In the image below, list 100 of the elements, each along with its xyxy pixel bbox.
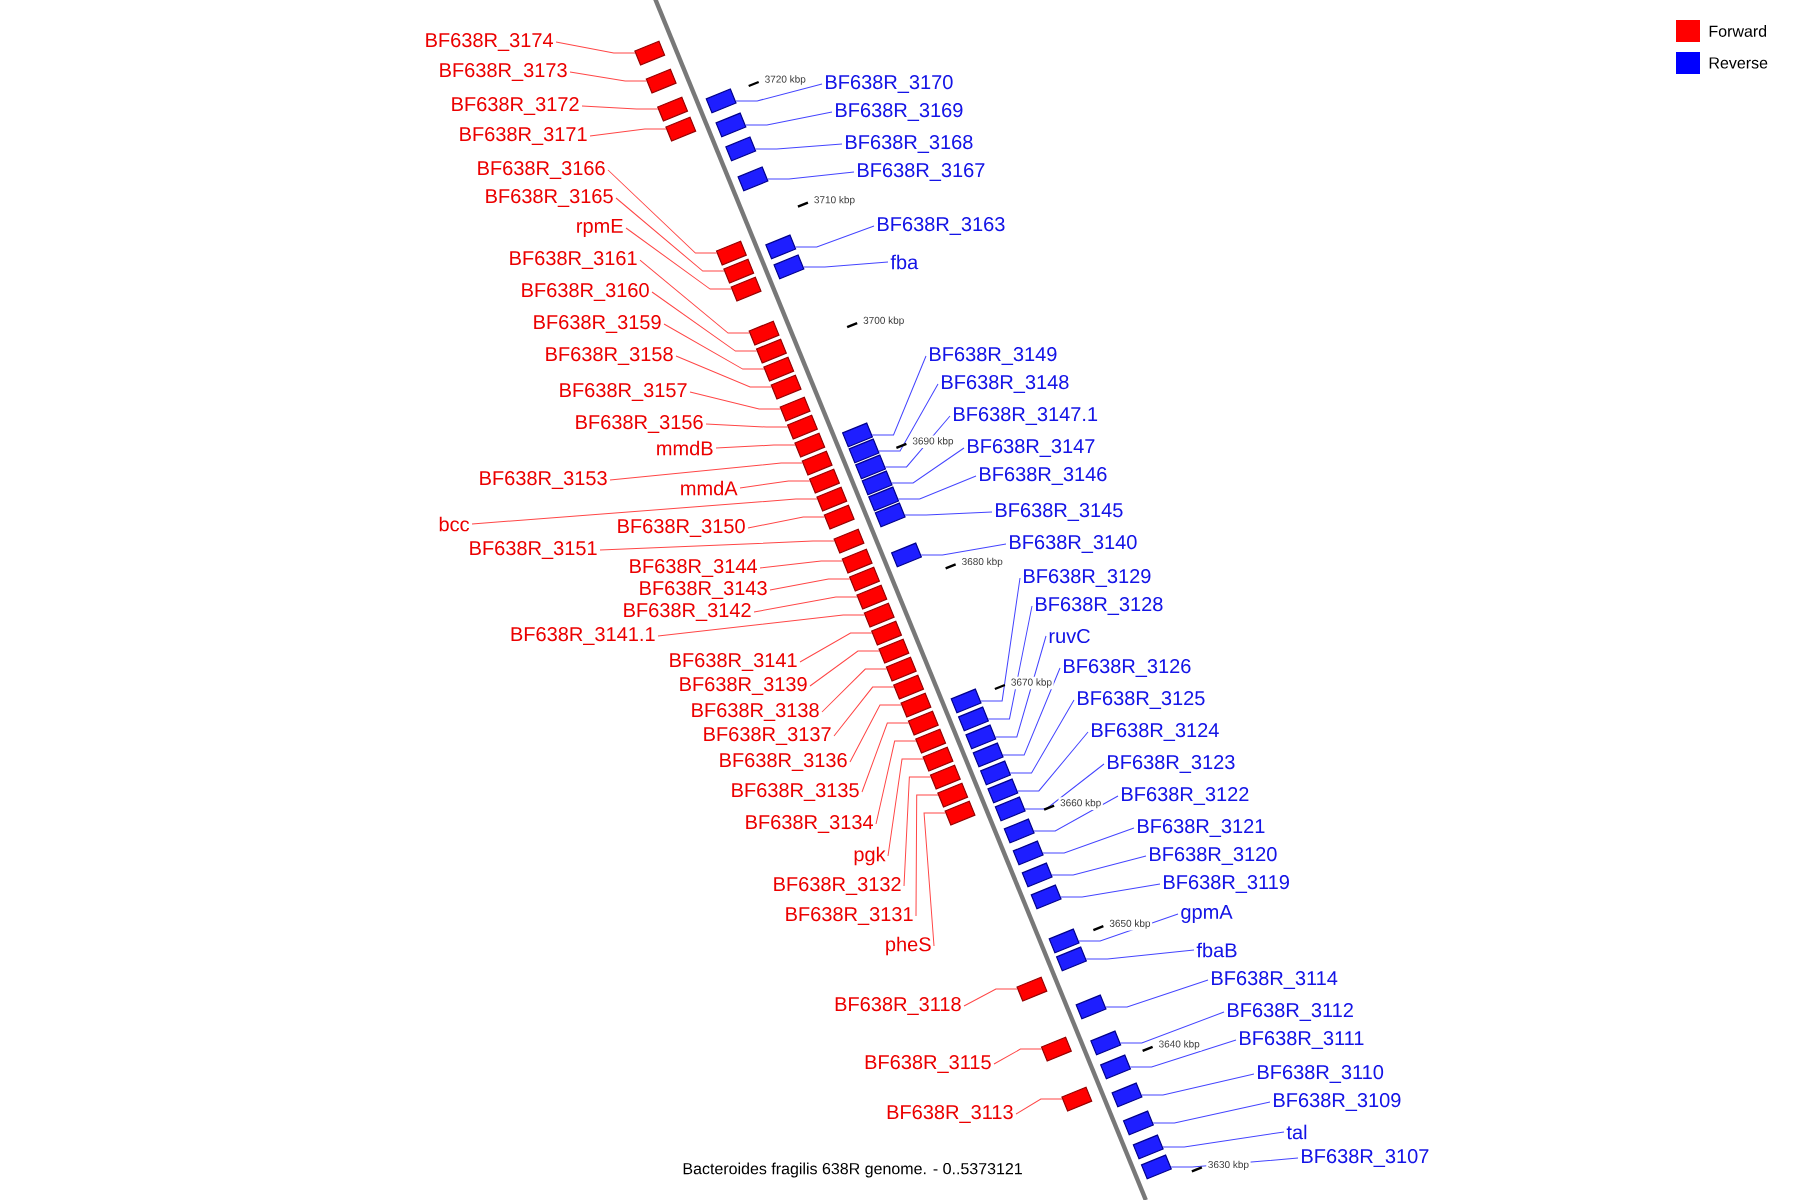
leader-line: [809, 650, 880, 687]
leader-line: [767, 171, 855, 180]
leader-line: [747, 516, 825, 529]
gene-block: [907, 710, 939, 736]
leader-line: [887, 758, 924, 857]
leader-line: [1105, 979, 1209, 1008]
leader-line: [1033, 795, 1119, 832]
leader-line: [607, 169, 718, 254]
leader-line: [1162, 1131, 1285, 1148]
gene-block: [665, 116, 697, 142]
leader-line: [987, 605, 1033, 720]
gene-block: [770, 374, 802, 400]
leader-line: [735, 83, 823, 102]
gene-block: [950, 688, 982, 714]
gene-block: [715, 112, 747, 138]
leader-line: [1152, 1101, 1271, 1124]
gene-label: BF638R_3122: [1122, 787, 1249, 805]
gene-block: [892, 674, 925, 700]
leader-line: [904, 511, 993, 516]
gene-label: BF638R_3141.1: [511, 627, 655, 645]
gene-label: BF638R_3110: [1258, 1065, 1384, 1083]
gene-label: BF638R_3114: [1212, 971, 1338, 989]
gene-label: BF638R_3118: [835, 997, 961, 1015]
leader-line: [980, 577, 1021, 702]
gene-block: [885, 656, 917, 682]
leader-line: [878, 383, 939, 452]
gene-label: BF638R_3143: [640, 581, 767, 599]
leader-line: [995, 635, 1047, 738]
leader-line: [920, 543, 1007, 556]
gene-label: BF638R_3166: [478, 161, 605, 179]
caption-text: Bacteroides fragilis 638R genome. - 0..5373121: [683, 1162, 1022, 1178]
leader-line: [769, 578, 851, 591]
gene-label: BF638R_3153: [480, 471, 607, 489]
gene-block: [1016, 976, 1048, 1002]
gene-label: BF638R_3150: [618, 519, 745, 537]
leader-line: [993, 1048, 1043, 1065]
gene-label: BF638R_3174: [426, 33, 553, 51]
gene-label: BF638R_3159: [534, 315, 661, 333]
leader-line: [1060, 883, 1161, 898]
leader-line: [799, 632, 873, 663]
gene-block: [1048, 928, 1080, 954]
gene-block: [725, 136, 757, 162]
gene-label: BF638R_3167: [858, 163, 985, 181]
leader-line: [1015, 1098, 1063, 1115]
gene-label: tal: [1286, 1124, 1307, 1140]
gene-label: BF638R_3139: [680, 677, 807, 695]
gene-label: BF638R_3120: [1150, 847, 1277, 865]
gene-block: [854, 454, 887, 480]
gene-block: [1132, 1134, 1164, 1160]
leader-line: [581, 105, 659, 110]
gene-label: BF638R_3170: [826, 75, 953, 93]
gene-label: BF638R_3113: [887, 1105, 1013, 1123]
gene-label: pgk: [854, 846, 886, 866]
gene-label: mmdB: [657, 440, 713, 456]
leader-line: [833, 686, 895, 737]
gene-block: [1111, 1082, 1143, 1108]
gene-block: [944, 800, 976, 826]
gene-label: BF638R_3157: [560, 383, 687, 401]
leader-line: [891, 447, 965, 484]
gene-block: [634, 40, 666, 66]
gene-label: BF638R_3146: [980, 467, 1107, 485]
gene-label: BF638R_3173: [440, 63, 567, 81]
gene-block: [987, 778, 1019, 804]
leader-line: [754, 143, 843, 150]
leader-line: [471, 498, 818, 525]
gene-label: BF638R_3126: [1064, 659, 1191, 677]
gene-block: [765, 234, 797, 260]
leader-line: [923, 812, 946, 947]
gene-label: BF638R_3148: [942, 375, 1069, 393]
gene-block: [841, 548, 873, 574]
leader-line: [1119, 1011, 1225, 1044]
gene-label: BF638R_3123: [1108, 755, 1235, 773]
leader-line: [1078, 913, 1179, 942]
leader-line: [1009, 699, 1075, 774]
leader-line: [1170, 1157, 1299, 1168]
gene-block: [801, 450, 833, 476]
leader-line: [555, 41, 636, 54]
gene-block: [878, 638, 910, 664]
gene-label: BF638R_3147: [968, 439, 1095, 457]
leader-line: [915, 794, 939, 917]
gene-block: [1021, 862, 1053, 888]
gene-label: BF638R_3142: [624, 603, 751, 621]
leader-line: [705, 423, 789, 428]
gene-label: BF638R_3119: [1164, 875, 1289, 893]
gene-block: [1030, 884, 1062, 910]
leader-line: [675, 355, 772, 388]
gene-block: [816, 486, 848, 512]
leader-line: [849, 704, 902, 763]
gene-block: [1075, 994, 1107, 1020]
leader-line: [821, 668, 888, 713]
gene-label: BF638R_3124: [1092, 723, 1219, 741]
gene-label: fbaB: [1196, 942, 1237, 958]
gene-block: [965, 724, 997, 750]
gene-block: [737, 166, 769, 192]
leader-line: [1141, 1073, 1255, 1096]
gene-label: BF638R_3137: [704, 727, 831, 745]
gene-label: mmdA: [681, 480, 738, 496]
gene-block: [705, 88, 737, 114]
gene-block: [779, 396, 811, 422]
gene-block: [1099, 1054, 1132, 1080]
